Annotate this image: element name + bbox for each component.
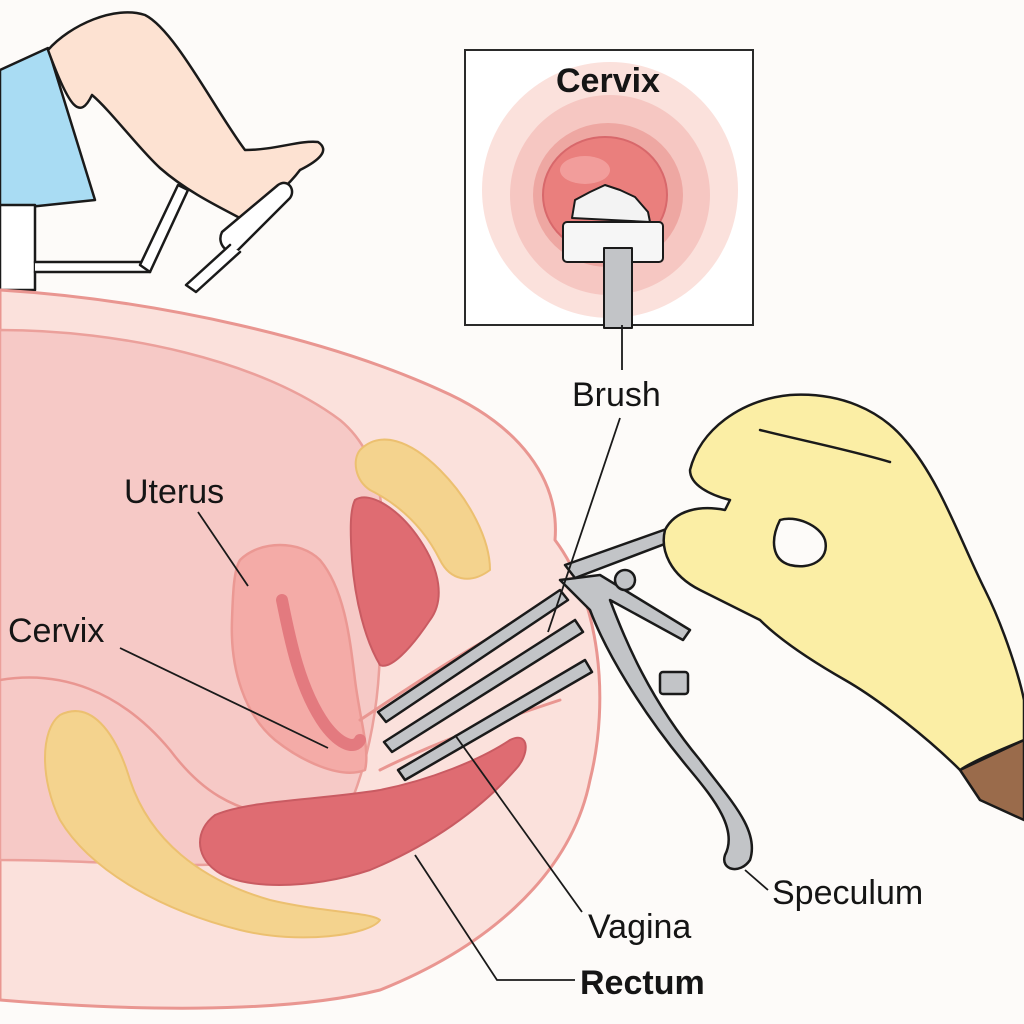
exam-table-frame — [0, 203, 37, 292]
uterus-leader — [197, 511, 249, 587]
glove-finger-crease — [758, 428, 892, 464]
uterus-label: Uterus — [124, 473, 224, 511]
pubic-fat — [354, 438, 491, 580]
sacral-fat — [44, 710, 381, 939]
gloved-hand — [662, 393, 1024, 822]
bladder — [349, 496, 440, 667]
inset-brush-bristles — [571, 184, 651, 223]
cervix-leader — [119, 647, 329, 749]
speculum-leader — [744, 869, 769, 891]
inset-highlight — [560, 156, 610, 184]
speculum-handle — [558, 573, 754, 871]
inset-cervix-label: Cervix — [556, 62, 660, 100]
brush-leader-lower — [547, 417, 621, 633]
speculum-thumb-screw — [658, 670, 690, 696]
inset-brush — [562, 184, 664, 329]
patient-legs-illustration — [0, 11, 325, 294]
rectum-shape — [199, 736, 527, 886]
leg — [46, 11, 325, 220]
cervix-label: Cervix — [8, 612, 104, 650]
vagina-label: Vagina — [588, 908, 691, 946]
glove — [662, 393, 1024, 772]
rectum-label: Rectum — [580, 964, 705, 1002]
brush-collar — [613, 568, 637, 592]
vagina-leader — [454, 734, 583, 913]
uterine-cavity — [276, 594, 366, 751]
brush-label: Brush — [572, 376, 661, 414]
speculum-lower-blade — [396, 658, 594, 782]
speculum-middle-blade — [382, 618, 585, 754]
speculum-upper-blade — [376, 588, 570, 724]
cervix-inset — [464, 49, 754, 329]
leader-lines — [119, 325, 769, 981]
stirrup-foot-rest — [219, 181, 294, 253]
stirrup-rod — [184, 243, 242, 294]
stirrup-bar — [138, 183, 190, 274]
speculum-label: Speculum — [772, 874, 923, 912]
rectum-leader — [414, 854, 575, 981]
pelvic-cross-section — [0, 288, 602, 1010]
table-support — [33, 260, 152, 274]
labels: Cervix Brush Uterus Cervix Speculum Vagi… — [8, 62, 923, 1002]
inset-brush-handle — [603, 247, 633, 329]
pelvic-floor-line — [0, 676, 292, 822]
drape — [0, 46, 97, 212]
